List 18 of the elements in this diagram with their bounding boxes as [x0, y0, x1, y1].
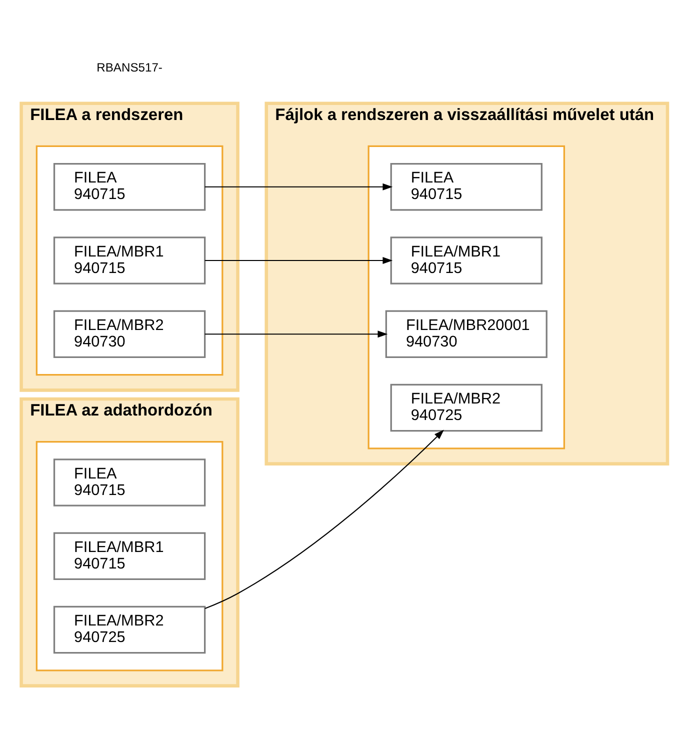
- arrow: [204, 429, 444, 608]
- node-box: FILEA 940715: [53, 162, 206, 210]
- cluster: [36, 440, 224, 671]
- arrow: [204, 182, 393, 190]
- arrow: [204, 256, 393, 264]
- node-box: FILEA/MBR2 940725: [53, 605, 206, 654]
- cluster: [368, 144, 566, 449]
- arrow: [204, 330, 388, 338]
- node-box: FILEA/MBR2 940730: [53, 310, 206, 358]
- node-box: FILEA/MBR1 940715: [53, 532, 206, 580]
- node-box: FILEA 940715: [53, 458, 206, 506]
- node-box: FILEA/MBR1 940715: [53, 236, 206, 284]
- node-box: FILEA/MBR1 940715: [390, 236, 542, 284]
- cluster: [36, 144, 224, 376]
- node-box: FILEA 940715: [390, 162, 542, 210]
- node-box: FILEA/MBR2 940725: [390, 383, 542, 432]
- node-box: FILEA/MBR20001 940730: [385, 310, 548, 358]
- label: RBANS517-: [96, 60, 162, 74]
